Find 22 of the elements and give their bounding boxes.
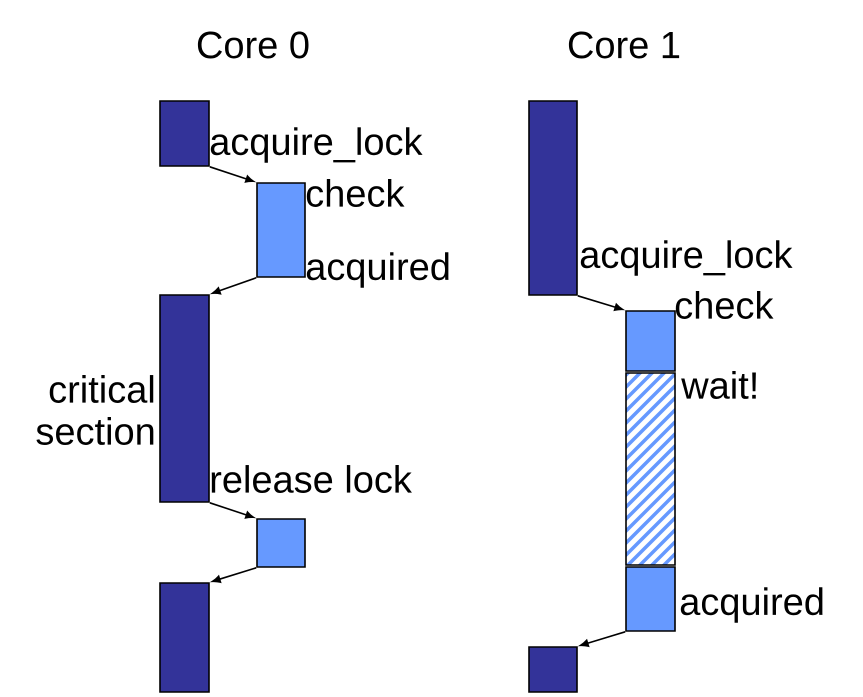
hatched-bar (625, 372, 676, 566)
arrow (212, 567, 256, 583)
bar (256, 518, 306, 568)
step-label: release lock (212, 465, 412, 493)
bar (528, 100, 578, 296)
bar (159, 100, 210, 167)
arrow (210, 502, 254, 519)
bar (159, 582, 210, 693)
bar (256, 182, 306, 278)
step-label: acquired (306, 252, 448, 288)
arrow (578, 295, 624, 311)
bar (625, 566, 676, 632)
arrow (580, 631, 626, 647)
bar (528, 646, 578, 693)
arrow (212, 277, 256, 294)
step-label: acquired (680, 587, 822, 623)
step-label: wait! (681, 371, 756, 399)
step-label: acquire_lock (580, 240, 793, 276)
step-label: acquire_lock (210, 127, 423, 163)
step-label: check (676, 291, 774, 319)
bar (159, 294, 210, 503)
arrow (210, 166, 254, 183)
